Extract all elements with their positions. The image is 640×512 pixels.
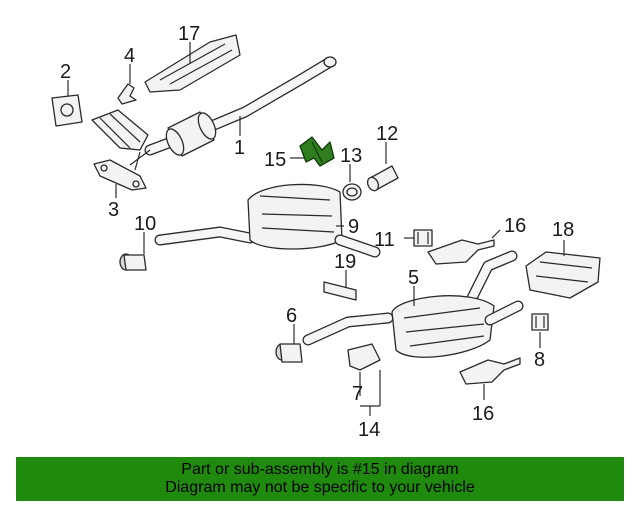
callout-13: 13 [340, 145, 362, 167]
part-12-tail-pipe[interactable] [366, 165, 399, 192]
callout-16-upper: 16 [504, 215, 526, 237]
callout-10: 10 [134, 213, 156, 235]
part-13-clamp-ring[interactable] [342, 183, 362, 201]
callout-19: 19 [334, 251, 356, 273]
part-5-rear-muffler[interactable] [302, 250, 524, 358]
callout-14: 14 [358, 419, 380, 441]
callout-15: 15 [264, 149, 286, 171]
leader-lines [67, 42, 565, 416]
part-19-heat-shield-plate[interactable] [323, 281, 357, 301]
callout-9: 9 [348, 216, 359, 238]
callout-16-lower: 16 [472, 403, 494, 425]
part-17-heat-shield[interactable] [144, 34, 241, 93]
callout-2: 2 [60, 61, 71, 83]
banner-line-2: Diagram may not be specific to your vehi… [165, 479, 475, 496]
part-info-banner: Part or sub-assembly is #15 in diagram D… [16, 457, 624, 501]
callout-4: 4 [124, 45, 135, 67]
part-15-clamp-highlighted[interactable] [299, 136, 335, 167]
part-18-rear-heat-shield[interactable] [525, 251, 601, 299]
part-7-bracket[interactable] [347, 343, 381, 371]
callout-1: 1 [234, 137, 245, 159]
part-1-front-pipe[interactable] [91, 56, 337, 171]
part-16-hanger-upper[interactable] [427, 239, 495, 265]
banner-line-1: Part or sub-assembly is #15 in diagram [181, 461, 459, 478]
part-10-rubber-hanger[interactable] [119, 253, 147, 271]
callout-5: 5 [408, 267, 419, 289]
part-6-hanger[interactable] [275, 343, 303, 363]
callout-18: 18 [552, 219, 574, 241]
part-3-bracket[interactable] [93, 159, 147, 191]
callout-17: 17 [178, 23, 200, 45]
part-9-center-muffler[interactable] [154, 183, 381, 258]
part-4-hanger[interactable] [117, 83, 137, 105]
part-8-rubber-mount[interactable] [531, 313, 549, 331]
callout-11: 11 [374, 229, 395, 251]
part-2-gasket[interactable] [51, 94, 83, 127]
part-11-rubber-mount[interactable] [413, 229, 433, 247]
callout-12: 12 [376, 123, 398, 145]
part-16-hanger-lower[interactable] [459, 357, 521, 385]
callout-8: 8 [534, 349, 545, 371]
callout-6: 6 [286, 305, 297, 327]
callout-3: 3 [108, 199, 119, 221]
exhaust-parts-diagram: 2 4 17 1 3 15 13 12 9 10 11 16 18 19 5 6… [51, 23, 601, 441]
callout-7: 7 [352, 383, 363, 405]
